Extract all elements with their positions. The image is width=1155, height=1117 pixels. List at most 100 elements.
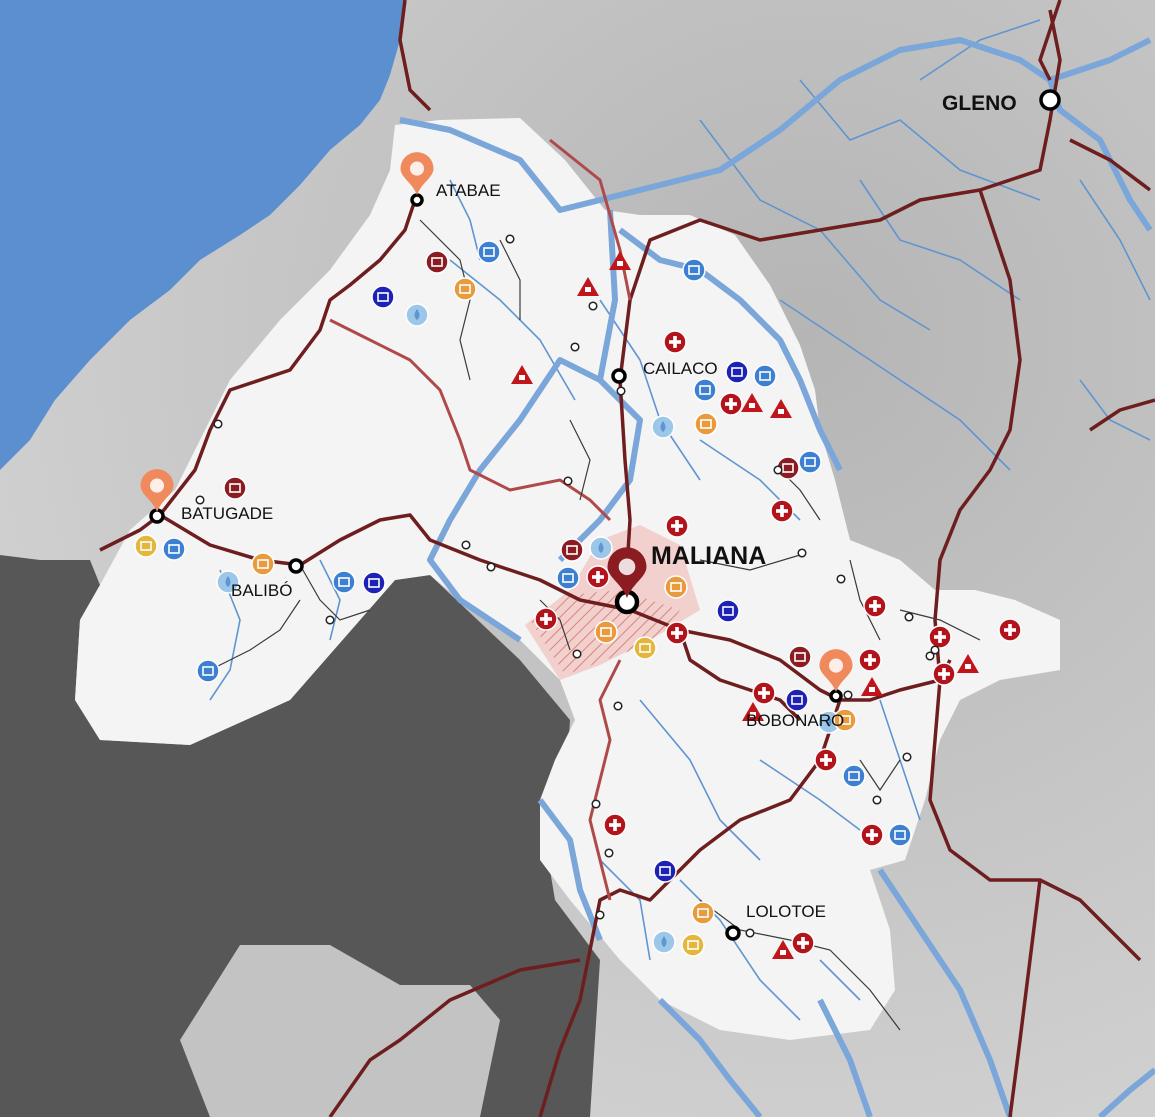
tap-icon[interactable] [223,476,247,500]
junction-dot [572,649,582,659]
circle-node-icon[interactable] [288,558,304,574]
icon-glyph [699,385,711,395]
education-icon[interactable] [362,571,386,595]
icon-glyph [697,908,709,918]
pin-center [149,478,165,493]
tap-icon[interactable] [425,250,449,274]
circle-node-icon[interactable] [1039,89,1061,111]
junction-dot [595,910,605,920]
label-lolotoe[interactable]: LOLOTOE [746,902,826,921]
river-network [209,19,1151,1021]
icon-glyph [168,544,180,554]
circle-node-icon[interactable] [410,193,424,207]
tap-icon[interactable] [788,645,812,669]
facility-icon[interactable] [633,636,657,660]
warning-triangle-icon[interactable] [742,702,764,721]
icon-glyph [839,715,851,725]
icon-glyph [600,627,612,637]
label-batugade[interactable]: BATUGADE [181,504,273,523]
book-icon[interactable] [798,450,822,474]
book-icon[interactable] [682,258,706,282]
market-icon[interactable] [664,575,688,599]
book-icon[interactable] [753,364,777,388]
cross-bar [780,505,784,517]
icon-glyph [894,830,906,840]
drop-glyph [660,421,666,432]
warning-triangle-icon[interactable] [957,654,979,673]
warning-triangle-icon[interactable] [511,365,533,384]
education-icon[interactable] [785,688,809,712]
book-icon[interactable] [332,570,356,594]
warning-triangle-icon[interactable] [609,251,631,270]
circle-node-icon[interactable] [611,368,627,384]
warning-triangle-icon[interactable] [577,277,599,296]
education-icon[interactable] [371,285,395,309]
cross-bar [675,627,679,639]
icon-glyph [562,573,574,583]
label-atabae[interactable]: ATABAE [436,181,501,200]
icon-glyph [140,541,152,551]
icon-glyph [431,257,443,267]
icon-glyph [700,419,712,429]
circle-node-icon[interactable] [725,925,741,941]
junction-dot [486,562,496,572]
warning-triangle-glyph [749,403,755,408]
label-maliana[interactable]: MALIANA [651,542,766,570]
education-icon[interactable] [653,859,677,883]
pin-center [618,558,636,576]
junction-dot [591,799,601,809]
junction-dot [930,645,940,655]
cross-bar [729,398,733,410]
education-icon[interactable] [725,360,749,384]
cross-bar [613,819,617,831]
icon-glyph [659,866,671,876]
drop-glyph [414,309,420,320]
facility-icon[interactable] [134,534,158,558]
book-icon[interactable] [693,378,717,402]
warning-triangle-icon[interactable] [770,399,792,418]
warning-triangle-icon[interactable] [772,940,794,959]
junction-dot [604,848,614,858]
icon-glyph [759,371,771,381]
label-gleno[interactable]: GLENO [942,92,1017,115]
icon-glyph [483,247,495,257]
cross-bar [870,829,874,841]
facility-icon[interactable] [681,933,705,957]
market-icon[interactable] [694,412,718,436]
junction-dot [797,548,807,558]
icon-glyph [368,578,380,588]
book-icon[interactable] [888,823,912,847]
warning-triangle-icon[interactable] [741,393,763,412]
tap-icon[interactable] [560,538,584,562]
book-icon[interactable] [842,764,866,788]
warning-triangle-icon[interactable] [861,677,883,696]
junction-dot [925,651,935,661]
junction-dot [904,612,914,622]
education-icon[interactable] [716,599,740,623]
pin-center [409,161,425,176]
market-icon[interactable] [833,708,857,732]
warning-triangle-glyph [778,409,784,414]
hazard-markers [511,251,979,959]
cross-bar [868,654,872,666]
icon-glyph [229,483,241,493]
warning-triangle-glyph [780,950,786,955]
book-icon[interactable] [196,659,220,683]
market-icon[interactable] [453,277,477,301]
label-balibo[interactable]: BALIBÓ [231,581,292,600]
book-icon[interactable] [162,537,186,561]
label-bobonaro[interactable]: BOBONARO [746,711,844,730]
icon-glyph [566,545,578,555]
book-icon[interactable] [477,240,501,264]
junction-dot [195,495,205,505]
junction-dot [213,419,223,429]
market-icon[interactable] [594,620,618,644]
circle-node-icon[interactable] [829,689,843,703]
icon-glyph [670,582,682,592]
label-cailaco[interactable]: CAILACO [643,359,718,378]
book-icon[interactable] [556,566,580,590]
market-icon[interactable] [691,901,715,925]
warning-triangle-glyph [965,664,971,669]
market-icon[interactable] [251,552,275,576]
